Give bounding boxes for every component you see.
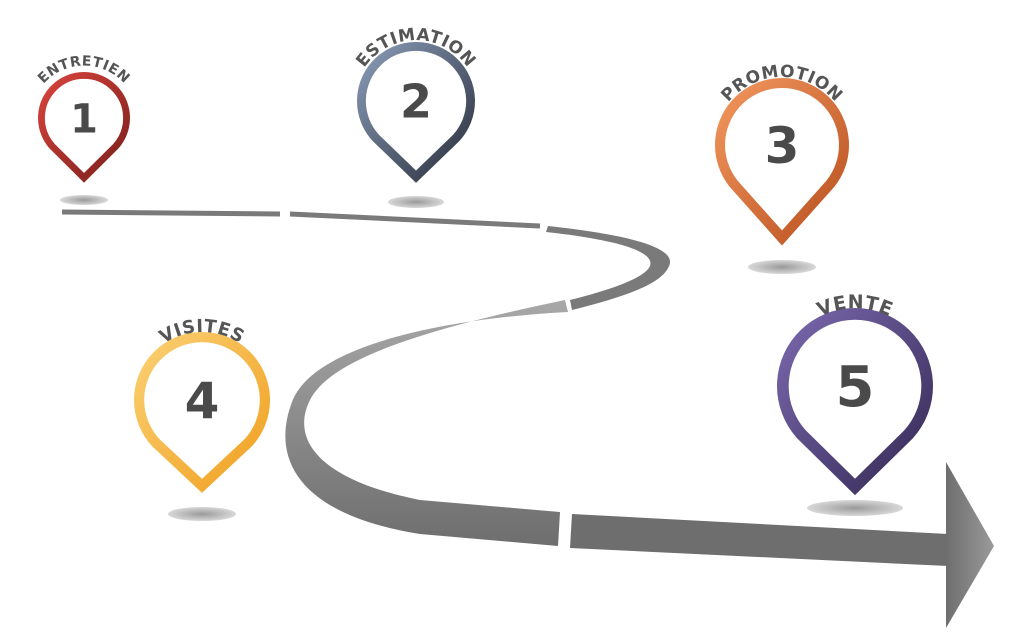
road-segment-curve-right (546, 226, 671, 310)
road-segment-straight (570, 514, 948, 566)
pin-shadow (60, 195, 108, 205)
pin-shadow (748, 260, 816, 274)
step-number: 2 (400, 75, 432, 129)
map-pin-icon (777, 308, 933, 496)
pin-shadow (807, 500, 903, 516)
pin-shadow (388, 196, 444, 208)
step-number: 4 (185, 372, 220, 430)
road-segment-upper (61, 209, 541, 229)
map-pin-icon (357, 42, 475, 183)
step-number: 1 (70, 96, 98, 142)
pin-shadow (168, 507, 236, 521)
arrow-right-icon (946, 462, 994, 628)
map-pin-icon (134, 332, 270, 493)
step-number: 5 (836, 355, 875, 420)
step-number: 3 (765, 117, 800, 175)
map-pin-icon (715, 78, 849, 246)
map-pin-icon (38, 72, 130, 183)
road-segment-curve-left (285, 300, 568, 546)
road (61, 209, 994, 628)
